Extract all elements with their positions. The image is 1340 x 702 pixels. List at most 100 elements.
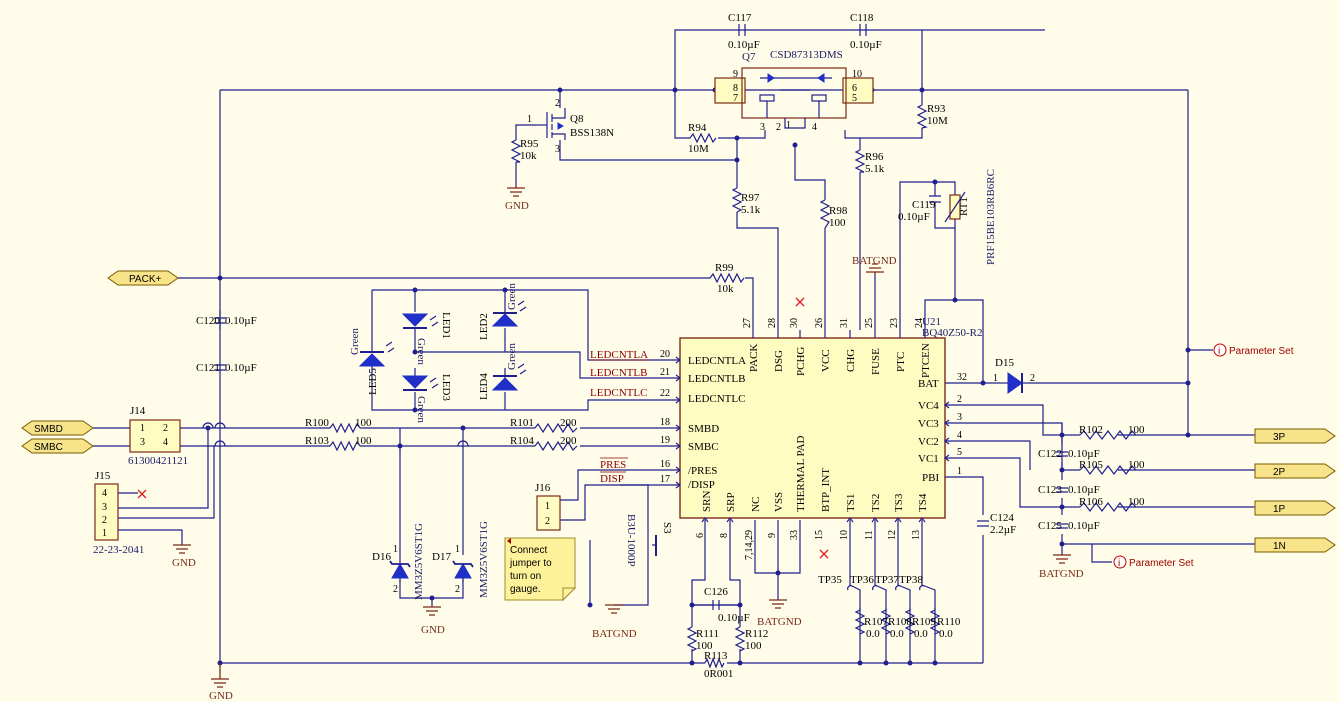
pin-vc3-label: VC3 (918, 418, 939, 430)
pin-vc2-label: VC2 (918, 436, 939, 448)
svg-text:TP37: TP37 (875, 574, 899, 586)
svg-text:0.10µF: 0.10µF (1068, 484, 1100, 496)
svg-text:MM3Z5V6ST1G: MM3Z5V6ST1G (413, 523, 425, 600)
svg-text:3: 3 (102, 502, 107, 513)
q8-ref: Q8 (570, 113, 584, 125)
svg-text:Green: Green (506, 343, 518, 370)
port-pack-plus: PACK+ (107, 270, 179, 286)
svg-text:2: 2 (776, 122, 781, 133)
svg-text:6: 6 (695, 533, 706, 538)
pin-btp-int-label: BTP_INT (820, 468, 832, 512)
svg-text:21: 21 (660, 367, 670, 378)
svg-text:1: 1 (545, 501, 550, 512)
svg-text:LEDCNTLA: LEDCNTLA (590, 349, 648, 361)
svg-text:10M: 10M (688, 143, 709, 155)
svg-text:LEDCNTLB: LEDCNTLB (590, 367, 647, 379)
j15-connector: 4 3 2 1 J15 22-23-2041 (93, 470, 144, 556)
port-2p: 2P (1254, 463, 1336, 479)
port-1n: 1N (1254, 537, 1336, 553)
gnd-q8: GND (505, 185, 529, 212)
svg-text:0.10µF: 0.10µF (850, 39, 882, 51)
jumper-note: Connect jumper to turn on gauge. (504, 537, 577, 602)
svg-text:gauge.: gauge. (510, 584, 541, 595)
u21-top-pins: 27 28 30 26 31 25 23 24 PACK DSG PCHG VC… (742, 318, 932, 378)
svg-text:R107: R107 (864, 616, 888, 628)
pin-ts2-label: TS2 (870, 494, 882, 512)
j16-connector: 1 2 J16 (535, 482, 561, 531)
svg-text:8: 8 (719, 533, 730, 538)
svg-text:C122: C122 (1038, 448, 1062, 460)
svg-text:R104: R104 (510, 435, 534, 447)
svg-text:LED4: LED4 (478, 373, 490, 400)
svg-text:0.0: 0.0 (890, 628, 904, 640)
svg-text:20: 20 (660, 349, 670, 360)
ports: PACK+ SMBD SMBC 3P 2P 1P 1N (21, 270, 1336, 553)
q7-csd87313dms: 9 8 7 10 6 5 3 2 1 4 Q7 CSD87313DMS (714, 49, 874, 133)
svg-text:17: 17 (660, 474, 670, 485)
svg-text:Green: Green (349, 328, 361, 355)
svg-text:2: 2 (455, 584, 460, 595)
svg-text:J16: J16 (535, 482, 551, 494)
svg-text:LED1: LED1 (440, 312, 452, 339)
parameter-set-top: i Parameter Set (1213, 343, 1294, 357)
port-smbd: SMBD (21, 420, 94, 436)
svg-text:2P: 2P (1273, 467, 1286, 478)
svg-text:LEDCNTLC: LEDCNTLC (590, 387, 647, 399)
svg-text:5: 5 (957, 447, 962, 458)
svg-text:C124: C124 (990, 512, 1014, 524)
port-1p: 1P (1254, 500, 1336, 516)
svg-text:0.10µF: 0.10µF (728, 39, 760, 51)
svg-text:R98: R98 (829, 205, 848, 217)
svg-text:7: 7 (733, 93, 738, 104)
svg-text:0.10µF: 0.10µF (225, 315, 257, 327)
pin-ptcen-label: PTCEN (920, 343, 932, 378)
pin-disp-label: /DISP (688, 479, 715, 491)
svg-text:200: 200 (560, 435, 577, 447)
capacitors: C117 0.10µF C118 0.10µF C119 0.10µF C120… (196, 12, 1100, 624)
svg-text:4: 4 (812, 122, 817, 133)
svg-text:22-23-2041: 22-23-2041 (93, 544, 144, 556)
svg-text:MM3Z5V6ST1G: MM3Z5V6ST1G (478, 521, 490, 598)
svg-text:C119: C119 (912, 199, 936, 211)
net-labels: LEDCNTLA LEDCNTLB LEDCNTLC PRES DISP (590, 349, 650, 485)
svg-text:2: 2 (545, 516, 550, 527)
svg-text:3: 3 (140, 437, 145, 448)
svg-text:R93: R93 (927, 103, 946, 115)
svg-text:GND: GND (172, 557, 196, 569)
svg-text:i: i (1118, 558, 1120, 569)
svg-text:15: 15 (814, 530, 825, 540)
pin-vc4-label: VC4 (918, 400, 939, 412)
svg-text:J15: J15 (95, 470, 111, 482)
svg-text:Green: Green (506, 283, 518, 310)
svg-text:0.10µF: 0.10µF (225, 362, 257, 374)
svg-text:1: 1 (102, 528, 107, 539)
svg-text:C117: C117 (728, 12, 752, 24)
svg-text:BATGND: BATGND (852, 255, 897, 267)
pin-24: 24 (914, 318, 925, 328)
d17-zener: D17 1 2 MM3Z5V6ST1G (432, 521, 490, 598)
pin-ts1-label: TS1 (845, 494, 857, 512)
svg-text:1: 1 (957, 466, 962, 477)
svg-text:3: 3 (555, 144, 560, 155)
svg-text:R113: R113 (704, 650, 728, 662)
svg-text:13: 13 (911, 530, 922, 540)
batgnd-fuse: BATGND (852, 255, 897, 275)
svg-text:5: 5 (852, 93, 857, 104)
svg-text:100: 100 (355, 417, 372, 429)
u21-bq40z50: U21 BQ40Z50-R2 27 28 30 26 31 25 23 24 P… (660, 316, 983, 560)
svg-text:1N: 1N (1273, 541, 1286, 552)
pin-smbd-label: SMBD (688, 423, 719, 435)
svg-text:9: 9 (733, 69, 738, 80)
svg-text:10k: 10k (717, 283, 734, 295)
svg-text:R102: R102 (1079, 424, 1103, 436)
q7-part: CSD87313DMS (770, 49, 843, 61)
svg-text:B3U-1000P: B3U-1000P (625, 514, 637, 567)
q7-ref: Q7 (742, 51, 756, 63)
svg-text:7,14,29: 7,14,29 (744, 530, 755, 560)
pin-smbc-label: SMBC (688, 441, 719, 453)
batgnd-vss: BATGND (757, 599, 802, 628)
u21-right-pins: 32 2 3 4 5 1 BAT VC4 VC3 VC2 VC1 PBI (918, 372, 967, 484)
svg-text:GND: GND (505, 200, 529, 212)
resistors: R93 10M R94 10M R95 10k R96 5.1k R97 5.1… (305, 103, 1145, 680)
